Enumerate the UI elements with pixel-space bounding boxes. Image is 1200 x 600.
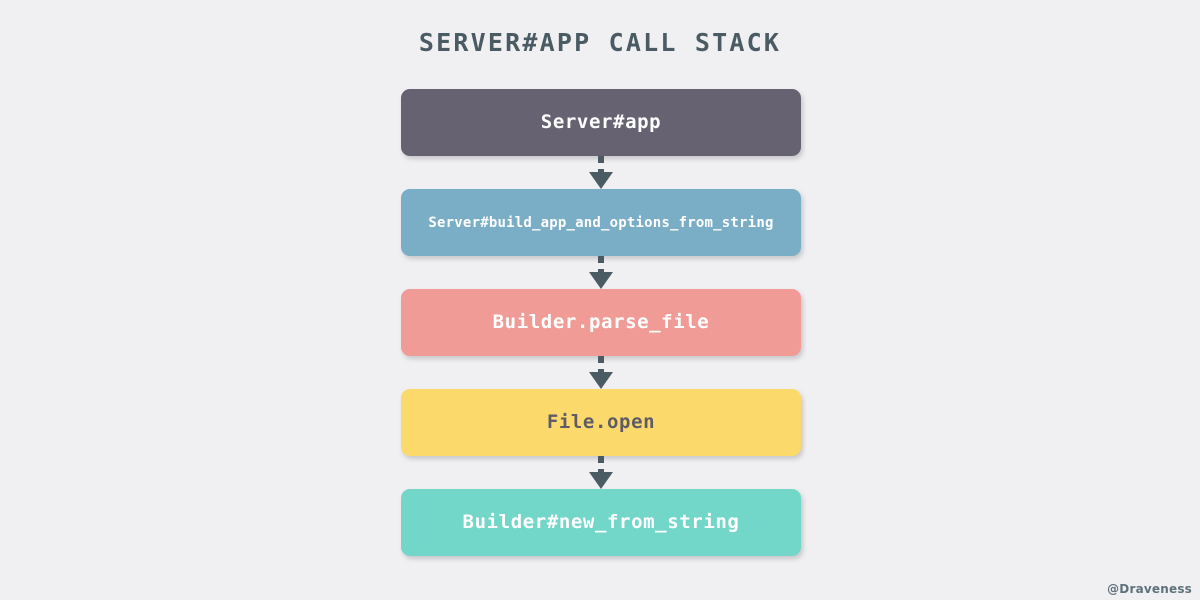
flow-connector-4	[401, 456, 801, 489]
node-build-app-and-options-from-string[interactable]: Server#build_app_and_options_from_string	[401, 189, 801, 256]
node-builder-new-from-string[interactable]: Builder#new_from_string	[401, 489, 801, 556]
node-file-open-box[interactable]: File.open	[401, 389, 801, 456]
call-stack-column: Server#app Server#build_app_and_options_…	[401, 89, 801, 556]
flow-connector-2	[401, 256, 801, 289]
watermark-attribution: @Draveness	[1107, 582, 1192, 596]
node-builder-parse-file[interactable]: Builder.parse_file	[401, 289, 801, 356]
node-build-app-and-options-from-string-box[interactable]: Server#build_app_and_options_from_string	[401, 189, 801, 256]
node-builder-new-from-string-label: Builder#new_from_string	[462, 511, 740, 533]
node-builder-new-from-string-box[interactable]: Builder#new_from_string	[401, 489, 801, 556]
diagram-title: SERVER#APP CALL STACK	[418, 28, 782, 57]
node-server-app-box[interactable]: Server#app	[401, 89, 801, 156]
node-builder-parse-file-box[interactable]: Builder.parse_file	[401, 289, 801, 356]
node-build-app-and-options-from-string-label: Server#build_app_and_options_from_string	[428, 214, 774, 231]
node-file-open-label: File.open	[546, 411, 656, 433]
node-builder-parse-file-label: Builder.parse_file	[492, 311, 710, 333]
node-server-app[interactable]: Server#app	[401, 89, 801, 156]
flow-connector-1	[401, 156, 801, 189]
node-file-open[interactable]: File.open	[401, 389, 801, 456]
node-server-app-label: Server#app	[540, 111, 662, 133]
flow-connector-3	[401, 356, 801, 389]
